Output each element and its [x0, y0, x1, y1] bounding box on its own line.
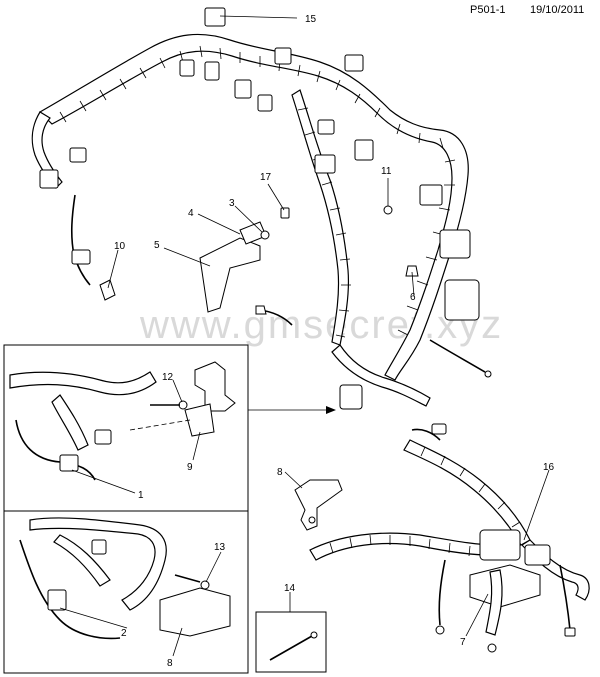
main-engine-harness	[31, 7, 492, 410]
detail-arrow	[248, 406, 336, 414]
callout-10: 10	[114, 241, 126, 252]
callout-6: 6	[410, 292, 416, 303]
callout-7: 7	[460, 637, 466, 648]
callout-4: 4	[188, 208, 194, 219]
callout-14: 14	[284, 583, 296, 594]
callout-15: 15	[305, 14, 317, 25]
callout-12: 12	[162, 372, 174, 383]
callout-2: 2	[121, 628, 127, 639]
battery-cable-harness	[294, 423, 590, 653]
callout-5: 5	[154, 240, 160, 251]
watermark-text: www.gmsecret.xyz	[139, 303, 503, 347]
part-14-box	[255, 611, 327, 673]
diagram-date: 19/10/2011	[530, 4, 585, 16]
diagram-code: P501-1	[470, 4, 506, 16]
callout-11: 11	[381, 166, 392, 177]
callout-16: 16	[543, 462, 555, 473]
callout-9: 9	[187, 462, 193, 473]
callout-8-lower: 8	[167, 658, 173, 669]
detail-lower-drawing	[19, 517, 231, 640]
callout-1: 1	[138, 490, 144, 501]
detail-upper-drawing	[9, 361, 236, 481]
detail-panel-lower	[3, 510, 249, 674]
cable-tie-icon	[269, 631, 318, 661]
callout-labels: 15 17 11 4 3 5 10 6 12 9 1 13 2 8 8 14 1…	[114, 14, 555, 669]
callout-8-upper: 8	[277, 467, 283, 478]
callout-17: 17	[260, 172, 272, 183]
leader-lines	[59, 15, 550, 657]
callout-3: 3	[229, 198, 235, 209]
callout-13: 13	[214, 542, 226, 553]
